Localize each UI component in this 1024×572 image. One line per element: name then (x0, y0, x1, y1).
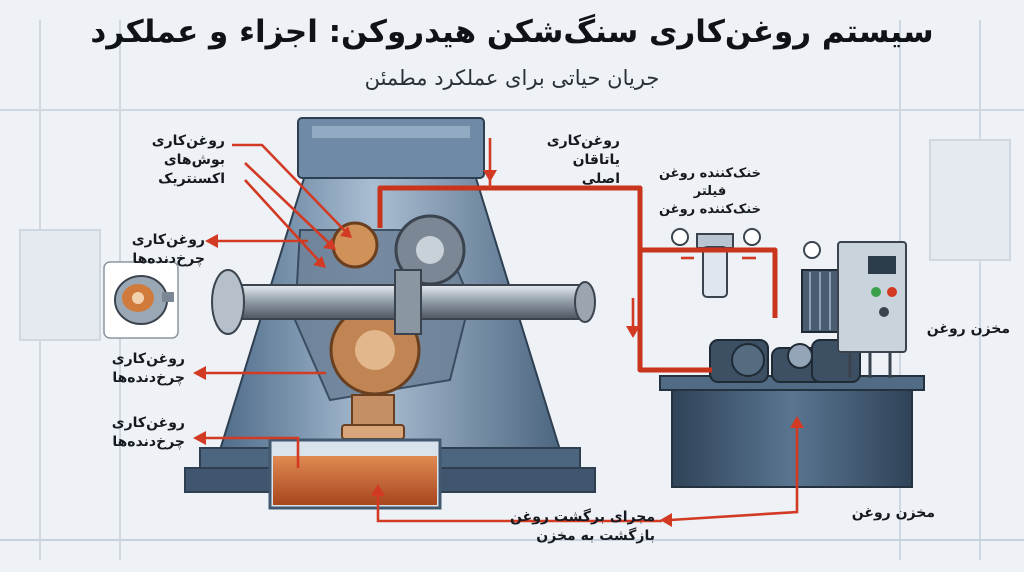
page-subtitle: جریان حیاتی برای عملکرد مطمئن (364, 66, 660, 90)
hydraulic-tank-unit (659, 241, 925, 488)
eccentric-inset (103, 261, 179, 339)
page-title: سیستم روغن‌کاری سنگ‌شکن هیدروکن: اجزاء و… (90, 14, 934, 50)
arrow-return-sump (376, 490, 662, 523)
oil-filter (671, 228, 761, 298)
arrow-heads (193, 170, 804, 527)
label-return-channel: مجرای برگشت روغن بازگشت به مخزن (510, 509, 655, 544)
label-gear-lube-top: روغن‌کاری چرخ‌دنده‌ها (131, 232, 205, 267)
arrow-eccentric-3 (244, 179, 321, 263)
arrow-gear-bottom (203, 436, 300, 468)
label-eccentric-bushing: روغن‌کاری بوش‌های اکسنتریک (151, 133, 225, 187)
label-oil-tank-right: مخزن روغن (926, 321, 1010, 337)
arrow-return-tank (669, 422, 799, 522)
oil-pipes (377, 185, 778, 373)
label-cooler-filter: خنک‌کننده روغن فیلتر خنک‌کننده روغن (658, 166, 761, 217)
arrow-eccentric-1 (232, 143, 347, 233)
label-gear-lube-mid: روغن‌کاری چرخ‌دنده‌ها (111, 351, 185, 386)
arrow-eccentric-2 (244, 162, 331, 245)
label-gear-lube-bottom: روغن‌کاری چرخ‌دنده‌ها (111, 415, 185, 450)
label-arrows (203, 138, 799, 523)
oil-sump (268, 438, 442, 510)
label-main-bearing: روغن‌کاری یاتاقان اصلی (546, 133, 620, 187)
label-oil-tank-bottom: مخزن روغن (851, 505, 935, 521)
